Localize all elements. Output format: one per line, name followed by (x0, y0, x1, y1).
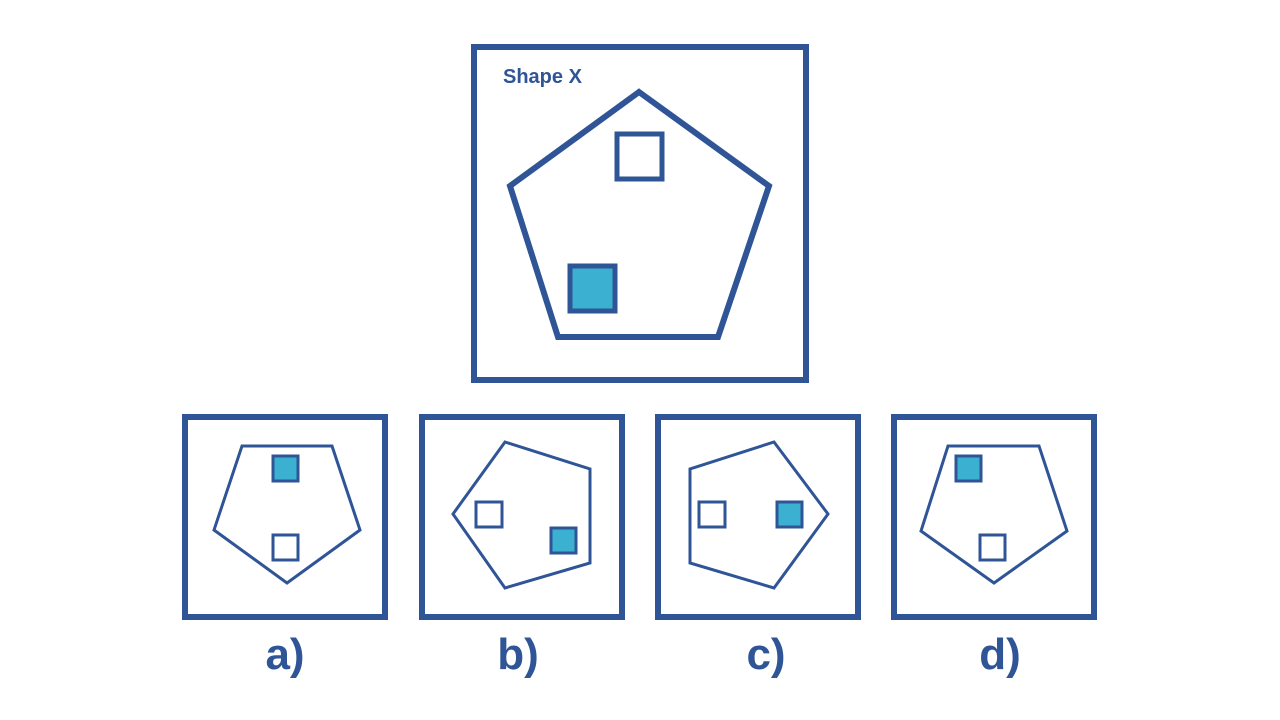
option-d-label: d) (979, 630, 1021, 679)
pentagon-shape (451, 440, 592, 590)
option-c-figure (688, 440, 830, 590)
option-a-figure (212, 444, 362, 585)
option-c-label: c) (746, 630, 786, 679)
filled-square (549, 526, 578, 555)
option-a-panel[interactable] (182, 414, 388, 620)
option-b-label: b) (497, 630, 539, 679)
pentagon-shape (688, 440, 830, 590)
empty-square (614, 131, 665, 182)
shape-x-figure (506, 88, 773, 340)
empty-square (271, 533, 300, 562)
empty-square (697, 500, 727, 529)
empty-square (978, 533, 1007, 562)
pentagon-shape (919, 444, 1069, 585)
filled-square (775, 500, 804, 529)
option-c-panel[interactable] (655, 414, 861, 620)
shape-x-panel: Shape X (471, 44, 809, 383)
filled-square (271, 454, 300, 483)
filled-square (567, 263, 618, 314)
option-b-figure (451, 440, 592, 590)
option-d-figure (919, 444, 1069, 585)
option-d-panel[interactable] (891, 414, 1097, 620)
filled-square (954, 454, 983, 483)
pentagon-shape (212, 444, 362, 585)
empty-square (474, 500, 504, 529)
option-a-label: a) (265, 630, 305, 679)
pentagon-shape (506, 88, 773, 340)
option-b-panel[interactable] (419, 414, 625, 620)
shape-x-label: Shape X (503, 66, 582, 88)
